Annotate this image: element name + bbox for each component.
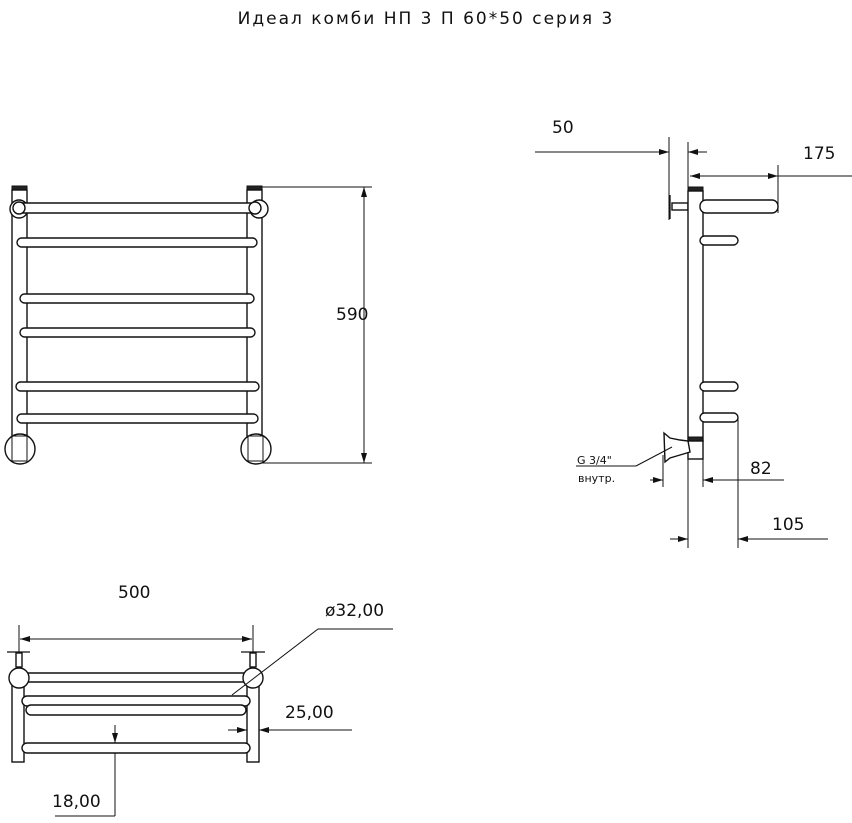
rung-4 — [15, 381, 260, 392]
left-post — [11, 189, 28, 441]
rung-1 — [16, 237, 258, 248]
rung-5 — [16, 413, 259, 424]
side-rung-3 — [699, 412, 739, 423]
width-dimension: 500 — [118, 583, 150, 603]
side-valve — [663, 431, 691, 464]
left-pipe-section — [8, 667, 30, 689]
diameter-dimension: ø32,00 — [325, 601, 384, 621]
left-top-joint — [12, 201, 26, 215]
right-bottom-valve — [240, 433, 272, 465]
thread-label: G 3/4" — [577, 454, 612, 467]
side-rung-1 — [699, 235, 739, 246]
thread-note: внутр. — [578, 472, 615, 485]
side-view: 50 175 G 3/4" внутр. 82 105 — [535, 118, 852, 548]
rung-3 — [19, 327, 256, 338]
top-depth-dimension: 175 — [803, 144, 835, 164]
side-rung-2 — [699, 381, 739, 392]
left-bottom-valve — [4, 433, 36, 465]
side-post — [687, 190, 704, 442]
right-pipe-section — [242, 667, 264, 689]
right-top-joint — [248, 201, 262, 215]
top-view: 500 ø32,00 25,00 18,00 — [7, 583, 393, 817]
drawing-title: Идеал комби НП 3 П 60*50 серия 3 — [238, 9, 615, 29]
right-post — [246, 189, 263, 441]
height-dimension: 590 — [336, 305, 368, 325]
front-view: 590 — [4, 185, 372, 465]
rung-2 — [19, 293, 255, 304]
top-bar-plan — [21, 672, 251, 683]
top-bar — [15, 202, 257, 214]
rung-diameter-dimension: 18,00 — [52, 792, 101, 812]
post-width-dimension: 25,00 — [285, 703, 334, 723]
rung-depth-dimension: 105 — [772, 515, 804, 535]
top-rung-side — [699, 199, 779, 214]
connection-depth-dimension: 82 — [750, 459, 772, 479]
wall-offset-dimension: 50 — [552, 118, 574, 138]
